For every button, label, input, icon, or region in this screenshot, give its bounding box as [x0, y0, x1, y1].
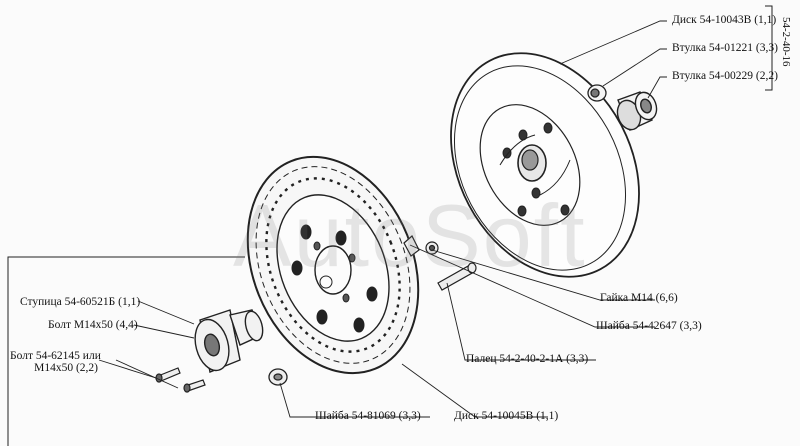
assembly-code: 54-2-40-16	[780, 17, 792, 67]
bushing-large-part	[616, 91, 658, 131]
label-bushing-small: Втулка 54-01221 (3,3)	[672, 42, 778, 54]
washer-bottom-part	[268, 368, 288, 386]
label-bushing-large: Втулка 54-00229 (2,2)	[672, 70, 778, 82]
label-bolt-alt-line2: М14х50 (2,2)	[34, 362, 98, 374]
watermark: AutoSoft	[233, 186, 587, 285]
label-disk-bottom: Диск 54-10045В (1,1)	[454, 410, 559, 422]
disk-bottom-part	[246, 155, 420, 375]
label-nut: Гайка М14 (6,6)	[600, 292, 678, 304]
leader-lines	[98, 20, 667, 418]
label-washer-42647: Шайба 54-42647 (3,3)	[596, 320, 702, 332]
label-bolt-m14: Болт М14х50 (4,4)	[48, 319, 138, 331]
label-hub: Ступица 54-60521Б (1,1)	[20, 296, 141, 308]
bushing-small-part	[587, 84, 607, 102]
label-bolt-alt-line1: Болт 54-62145 или	[10, 350, 101, 362]
label-disk-top: Диск 54-10043В (1,1)	[672, 14, 777, 26]
disk-top-part	[450, 52, 640, 278]
frame-lines	[7, 5, 773, 446]
hub-part	[194, 309, 264, 373]
bolts-part	[155, 367, 206, 393]
label-washer-81069: Шайба 54-81069 (3,3)	[315, 410, 421, 422]
label-pin: Палец 54-2-40-2-1А (3,3)	[466, 353, 589, 365]
